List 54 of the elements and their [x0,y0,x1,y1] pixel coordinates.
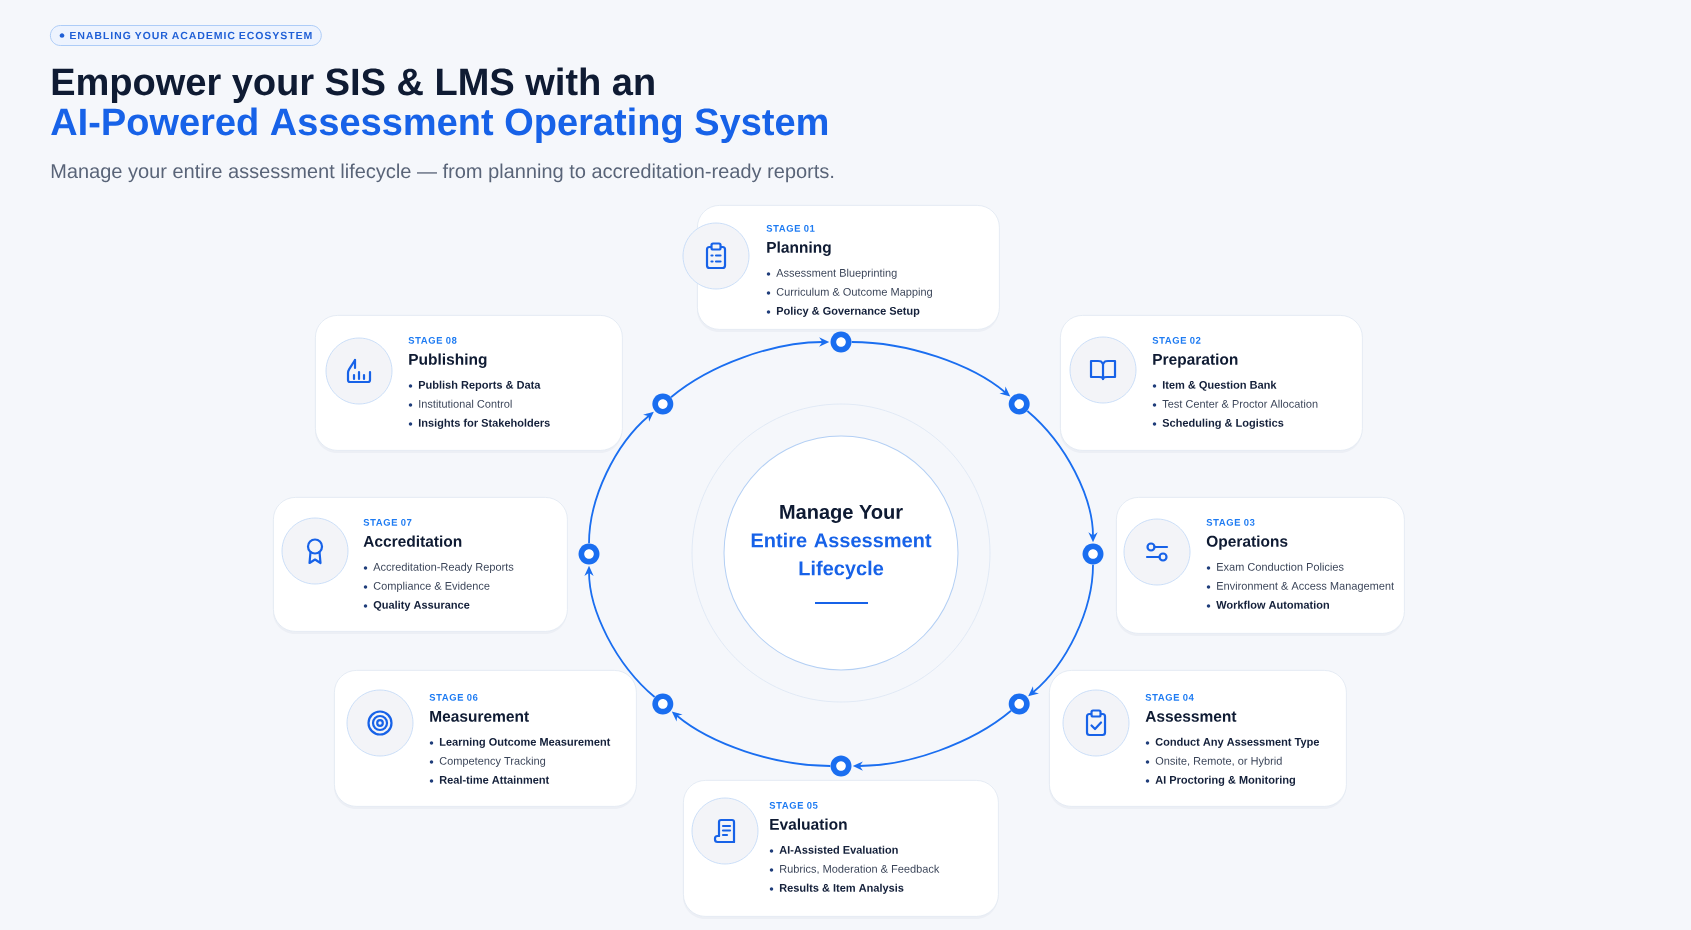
list-item: Quality Assurance [373,600,470,611]
list-item: Competency Tracking [439,756,546,767]
list-item: Exam Conduction Policies [1217,562,1344,571]
badge: ENABLING YOUR ACADEMIC ECOSYSTEM [50,25,322,46]
list-item: Learning Outcome Measurement [439,737,611,748]
stage-label: STAGE 06 [429,694,478,701]
marker-dot [1008,693,1030,715]
stage-title: Preparation [1153,353,1238,368]
list-item: Results & Item Analysis [779,883,904,894]
list-item: Insights for Stakeholders [418,418,550,429]
marker-dot [1008,393,1030,415]
marker-dot [578,543,600,565]
stage-label: STAGE 08 [408,337,457,344]
marker-dot [652,393,674,415]
center-subheading: Entire Assessment Lifecycle [751,532,932,580]
stage-label: STAGE 01 [766,225,815,232]
subtitle: Manage your entire assessment lifecycle — from planning to accreditation-ready reports. [51,163,834,183]
marker-dot [652,693,674,715]
list-item: AI Proctoring & Monitoring [1155,775,1295,786]
list-item: Curriculum & Outcome Mapping [776,287,932,298]
marker-dot [1082,543,1104,565]
stage-title: Planning [767,241,831,256]
list-item: Institutional Control [419,399,512,408]
center-heading: Manage Your [780,505,903,523]
list-item: Conduct Any Assessment Type [1155,737,1320,748]
heading: AI-Powered Assessment Operating System [51,107,828,144]
list-item: Real-time Attainment [439,775,550,784]
stage-title: Accreditation [363,535,462,547]
list-item: Accreditation-Ready Reports [373,562,514,573]
list-item: Item & Question Bank [1162,380,1277,391]
list-item: Rubrics, Moderation & Feedback [780,864,940,875]
marker-dot [830,755,852,777]
list-item: Scheduling & Logistics [1162,418,1284,429]
stage-label: STAGE 04 [1145,694,1194,701]
heading: Empower your SIS & LMS with an [52,67,654,103]
stage-label: STAGE 05 [769,802,818,809]
stage-title: Operations [1206,535,1288,550]
list-item: Onsite, Remote, or Hybrid [1155,756,1282,767]
stage-title: Measurement [430,711,529,722]
stage-label: STAGE 03 [1206,519,1255,526]
list-item: Environment & Access Management [1217,581,1395,592]
list-item: Publish Reports & Data [418,380,541,391]
list-item: AI-Assisted Evaluation [779,845,898,854]
stage-title: Assessment [1145,711,1237,722]
list-item: Policy & Governance Setup [776,306,920,317]
stage-label: STAGE 07 [363,519,412,526]
stage-title: Evaluation [770,818,847,830]
list-item: Test Center & Proctor Allocation [1162,399,1318,408]
marker-dot [830,331,852,353]
list-item: Workflow Automation [1216,600,1329,609]
list-item: Compliance & Evidence [373,581,490,592]
list-item: Assessment Blueprinting [776,268,897,279]
stage-label: STAGE 02 [1152,337,1201,344]
stage-title: Publishing [409,353,487,368]
